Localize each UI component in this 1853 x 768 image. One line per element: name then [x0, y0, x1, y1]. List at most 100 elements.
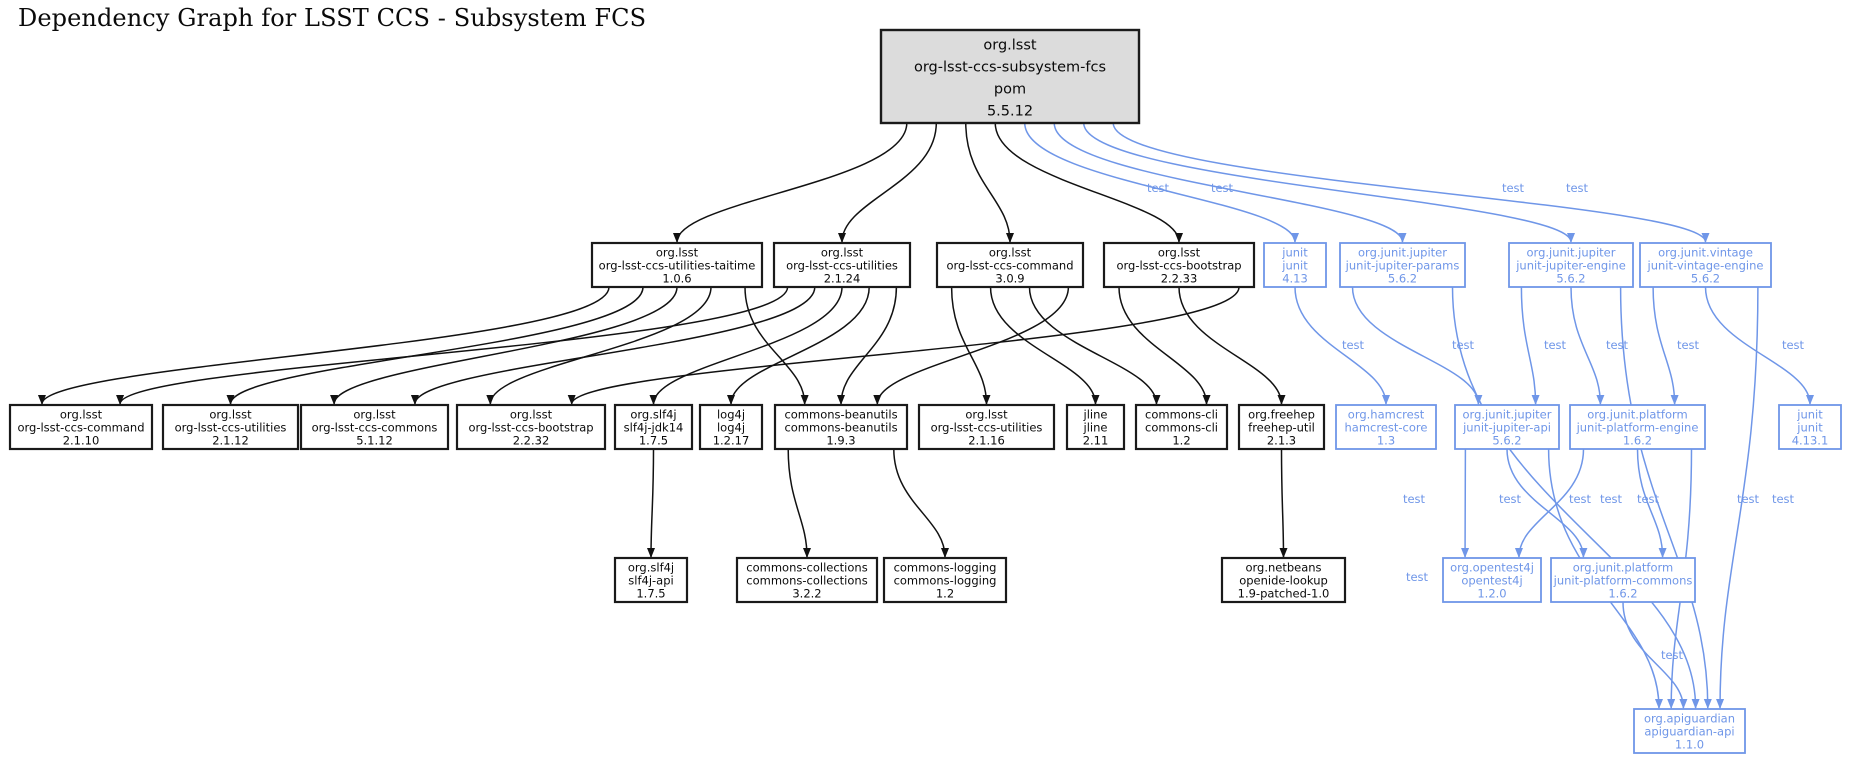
- node-line: 2.1.24: [824, 272, 861, 286]
- node-box: [1065, 403, 1126, 451]
- node-box: [8, 403, 154, 451]
- node-line: org.lsst: [989, 245, 1032, 259]
- node-box: [1220, 556, 1347, 604]
- graph-edge: [647, 448, 656, 558]
- graph-edge: [994, 122, 1183, 243]
- node-line: org.lsst: [821, 245, 864, 259]
- node-box: [1633, 708, 1746, 754]
- node-line: org-lsst-ccs-utilities-taitime: [599, 259, 756, 273]
- node-box: [1442, 557, 1542, 603]
- edge-label-test: test: [1566, 181, 1589, 195]
- node-box: [773, 403, 909, 451]
- edge-label-layer: test test test test test test test test test test…: [1147, 181, 1805, 662]
- node-line: 1.6.2: [1623, 434, 1652, 448]
- graph-edge: [567, 286, 1240, 405]
- node-line: 1.1.0: [1675, 738, 1704, 752]
- node-line: 4.13.1: [1792, 434, 1829, 448]
- node-box: [1102, 241, 1256, 289]
- graph-node-platform-engine[interactable]: org.junit.platformjunit-platform-engine1…: [1569, 404, 1706, 450]
- graph-edge: [486, 286, 712, 405]
- edge-label-test: test: [1737, 492, 1760, 506]
- node-line: 1.2.0: [1477, 587, 1506, 601]
- edge-label-test: test: [1677, 338, 1700, 352]
- node-line: org.junit.jupiter: [1463, 407, 1552, 421]
- edge-label-test: test: [1499, 492, 1522, 506]
- graph-node-utilities-taitime[interactable]: org.lsstorg-lsst-ccs-utilities-taitime1.…: [590, 241, 764, 289]
- node-line: org.junit.jupiter: [1358, 245, 1447, 259]
- node-line: 2.1.12: [212, 434, 249, 448]
- edge-label-test: test: [1637, 492, 1660, 506]
- graph-node-commons-collections[interactable]: commons-collectionscommons-collections3.…: [735, 556, 879, 604]
- node-line: 1.9-patched-1.0: [1238, 587, 1330, 601]
- graph-node-jupiter-engine[interactable]: org.junit.jupiterjunit-jupiter-engine5.6…: [1508, 242, 1634, 288]
- graph-node-openide-lookup[interactable]: org.netbeansopenide-lookup1.9-patched-1.…: [1220, 556, 1347, 604]
- edge-label-test: test: [1544, 338, 1567, 352]
- graph-edge: [649, 286, 843, 405]
- node-line: opentest4j: [1461, 574, 1522, 588]
- node-line: junit: [1796, 421, 1823, 435]
- graph-node-root[interactable]: org.lsstorg-lsst-ccs-subsystem-fcspom5.5…: [879, 28, 1141, 125]
- node-line: jline: [1083, 421, 1108, 435]
- node-line: 1.3: [1377, 434, 1395, 448]
- node-box: [1263, 242, 1327, 288]
- node-line: junit-jupiter-params: [1345, 259, 1460, 273]
- node-line: 2.1.3: [1267, 434, 1296, 448]
- node-line: 1.7.5: [639, 434, 668, 448]
- graph-node-jupiter-params[interactable]: org.junit.jupiterjunit-jupiter-params5.6…: [1339, 242, 1466, 288]
- node-line: org-lsst-ccs-utilities: [931, 421, 1043, 435]
- node-box: [1134, 403, 1229, 451]
- graph-node-platform-commons[interactable]: org.junit.platformjunit-platform-commons…: [1550, 557, 1696, 603]
- node-line: junit: [1796, 407, 1823, 421]
- node-line: org.slf4j: [628, 560, 674, 574]
- edge-label-test: test: [1502, 181, 1525, 195]
- node-box: [613, 556, 689, 604]
- page-title: Dependency Graph for LSST CCS - Subsyste…: [18, 4, 647, 32]
- node-box: [455, 403, 607, 451]
- graph-edge: [330, 286, 678, 405]
- node-line: apiguardian-api: [1644, 725, 1734, 739]
- node-box: [935, 241, 1085, 289]
- graph-edge: [411, 286, 816, 405]
- edge-label-test: test: [1147, 181, 1170, 195]
- node-line: 1.9.3: [826, 434, 855, 448]
- graph-edge: [1082, 122, 1575, 243]
- node-line: org-lsst-ccs-utilities: [175, 421, 287, 435]
- node-line: 2.2.33: [1161, 272, 1198, 286]
- node-box: [879, 28, 1141, 125]
- node-line: commons-logging: [894, 574, 997, 588]
- node-line: 2.1.10: [63, 434, 100, 448]
- graph-node-vintage-engine[interactable]: org.junit.vintagejunit-vintage-engine5.6…: [1639, 242, 1772, 288]
- edge-label-test: test: [1569, 492, 1592, 506]
- node-line: jline: [1083, 407, 1108, 421]
- edge-label-test: test: [1403, 492, 1426, 506]
- graph-edge: [1451, 286, 1700, 709]
- node-line: org-lsst-ccs-command: [17, 421, 144, 435]
- graph-edge: [1652, 286, 1679, 405]
- graph-edge: [1619, 286, 1712, 709]
- node-line: log4j: [717, 407, 745, 421]
